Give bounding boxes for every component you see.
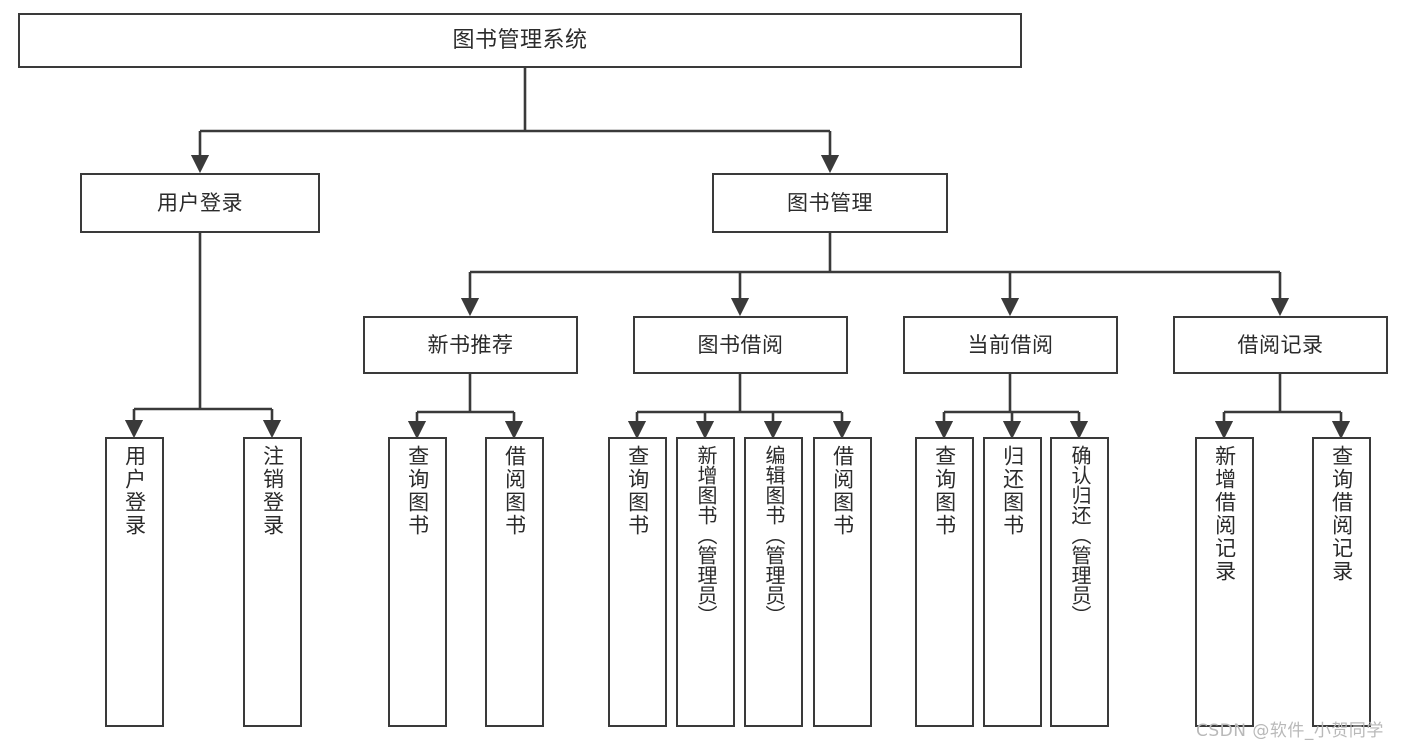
node-leaf-query-record[interactable]: 查询借阅记录 bbox=[1312, 437, 1371, 727]
node-leaf-borrow-book[interactable]: 借阅图书 bbox=[813, 437, 872, 727]
node-leaf-add-record-label: 新增借阅记录 bbox=[1212, 445, 1237, 583]
node-leaf-query-book-borrow[interactable]: 查询图书 bbox=[608, 437, 667, 727]
node-leaf-query-record-label: 查询借阅记录 bbox=[1329, 445, 1354, 583]
node-book-manage[interactable]: 图书管理 bbox=[712, 173, 948, 233]
node-leaf-add-book-label: 新增图书（管理员） bbox=[694, 445, 718, 625]
node-leaf-user-login-label: 用户登录 bbox=[122, 445, 147, 537]
node-leaf-add-book[interactable]: 新增图书（管理员） bbox=[676, 437, 735, 727]
node-leaf-user-login[interactable]: 用户登录 bbox=[105, 437, 164, 727]
node-root-label: 图书管理系统 bbox=[452, 27, 588, 53]
node-leaf-add-record[interactable]: 新增借阅记录 bbox=[1195, 437, 1254, 727]
node-leaf-edit-book-label: 编辑图书（管理员） bbox=[762, 445, 786, 625]
node-book-borrow[interactable]: 图书借阅 bbox=[633, 316, 848, 374]
node-leaf-query-book-current[interactable]: 查询图书 bbox=[915, 437, 974, 727]
node-user-login-label: 用户登录 bbox=[157, 190, 243, 215]
node-leaf-borrow-book-rec-label: 借阅图书 bbox=[502, 445, 527, 537]
node-current-borrow[interactable]: 当前借阅 bbox=[903, 316, 1118, 374]
node-leaf-query-book-borrow-label: 查询图书 bbox=[625, 445, 650, 537]
node-new-book-rec-label: 新书推荐 bbox=[427, 332, 514, 357]
node-leaf-query-book-rec-label: 查询图书 bbox=[405, 445, 430, 537]
node-leaf-query-book-rec[interactable]: 查询图书 bbox=[388, 437, 447, 727]
node-book-manage-label: 图书管理 bbox=[787, 190, 873, 215]
node-leaf-borrow-book-label: 借阅图书 bbox=[830, 445, 855, 537]
node-root[interactable]: 图书管理系统 bbox=[18, 13, 1022, 68]
node-leaf-confirm-return-label: 确认归还（管理员） bbox=[1068, 445, 1092, 625]
node-leaf-return-book[interactable]: 归还图书 bbox=[983, 437, 1042, 727]
node-leaf-user-logout-label: 注销登录 bbox=[260, 445, 285, 537]
node-leaf-query-book-current-label: 查询图书 bbox=[932, 445, 957, 537]
node-leaf-confirm-return[interactable]: 确认归还（管理员） bbox=[1050, 437, 1109, 727]
node-leaf-return-book-label: 归还图书 bbox=[1000, 445, 1025, 537]
node-user-login[interactable]: 用户登录 bbox=[80, 173, 320, 233]
node-book-borrow-label: 图书借阅 bbox=[697, 332, 784, 357]
node-new-book-rec[interactable]: 新书推荐 bbox=[363, 316, 578, 374]
csdn-watermark: CSDN @软件_小贺同学 bbox=[1196, 721, 1384, 741]
node-borrow-record[interactable]: 借阅记录 bbox=[1173, 316, 1388, 374]
node-borrow-record-label: 借阅记录 bbox=[1237, 332, 1324, 357]
node-leaf-user-logout[interactable]: 注销登录 bbox=[243, 437, 302, 727]
node-leaf-borrow-book-rec[interactable]: 借阅图书 bbox=[485, 437, 544, 727]
node-leaf-edit-book[interactable]: 编辑图书（管理员） bbox=[744, 437, 803, 727]
node-current-borrow-label: 当前借阅 bbox=[967, 332, 1054, 357]
